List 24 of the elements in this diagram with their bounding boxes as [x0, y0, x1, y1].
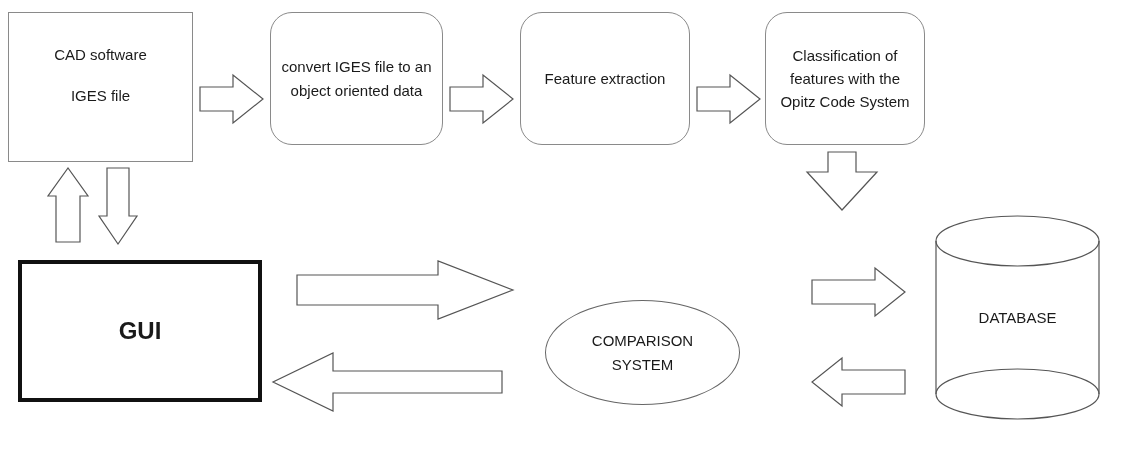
block-arrow	[811, 356, 906, 408]
gui-box	[18, 260, 262, 402]
block-arrow	[199, 73, 264, 125]
node-text: Feature extraction	[544, 68, 666, 89]
block-arrow	[271, 352, 503, 412]
node-text: CAD software	[54, 44, 147, 65]
block-arrow	[805, 151, 879, 211]
block-arrow	[296, 260, 515, 320]
node-text: convert IGES file to an object oriented data	[281, 57, 432, 101]
node-text: COMPARISON SYSTEM	[590, 331, 695, 375]
process-box	[270, 12, 443, 145]
node-text: DATABASE	[978, 307, 1057, 328]
block-arrow	[696, 73, 761, 125]
node-text: GUI	[118, 316, 162, 347]
database-cylinder	[935, 215, 1100, 420]
block-arrow	[97, 167, 139, 246]
node-text: Classification of features with the Opitz Code System	[779, 45, 911, 113]
block-arrow	[811, 266, 906, 318]
node-text: IGES file	[70, 86, 131, 106]
process-box	[765, 12, 925, 145]
process-box	[8, 12, 193, 162]
block-arrow	[46, 166, 90, 243]
block-arrow	[449, 73, 514, 125]
process-box	[520, 12, 690, 145]
